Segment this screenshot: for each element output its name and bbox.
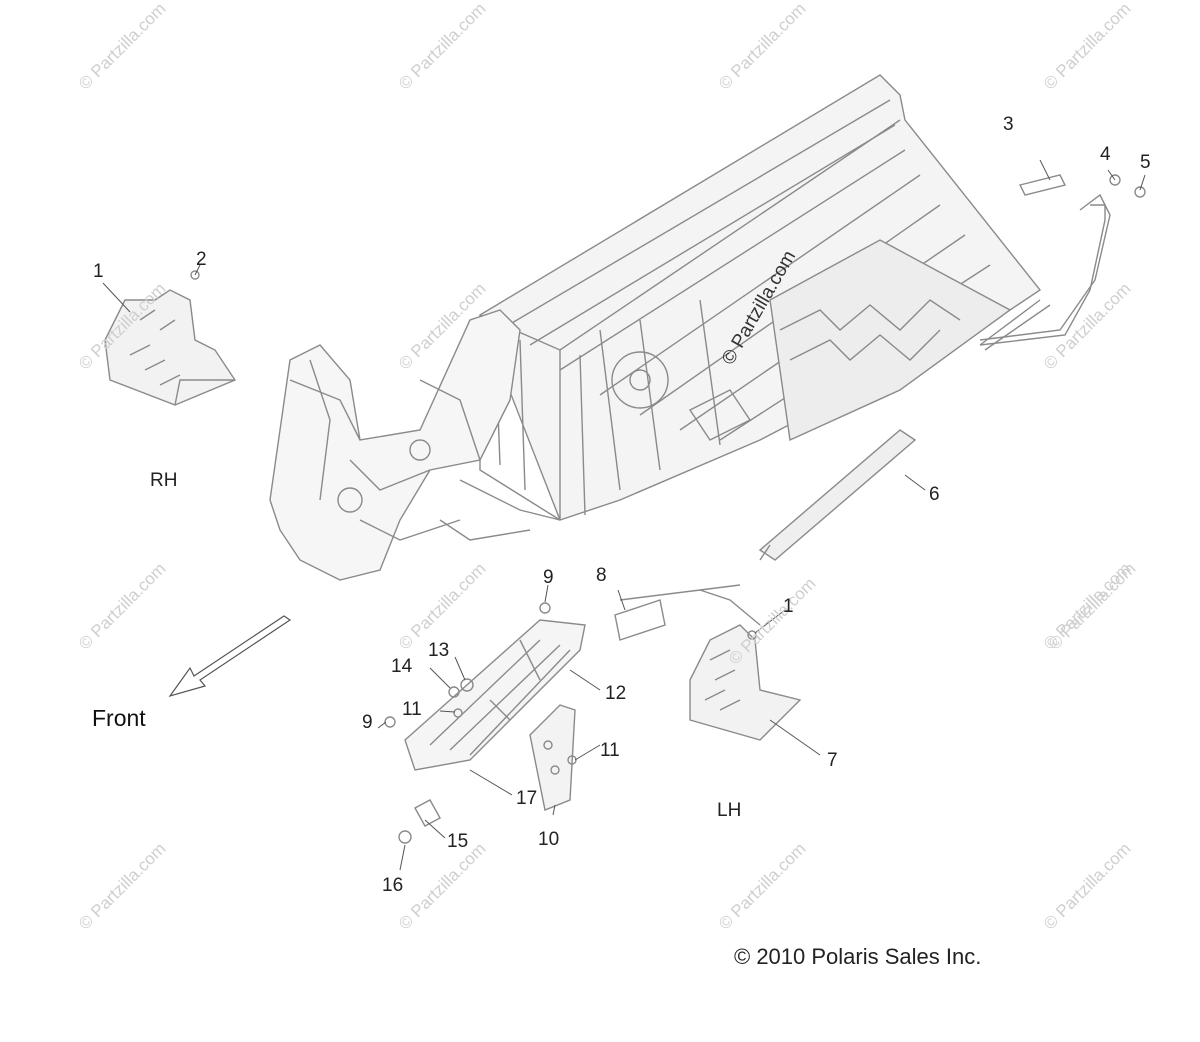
front-frame [269,309,561,581]
part-9-bottom-nut [384,716,396,728]
callout-7: 7 [827,750,838,771]
part-11-nut-left [453,708,463,718]
callout-1-rh: 1 [93,261,104,282]
rh-footrest-bracket [104,289,237,406]
part-13-ring [460,678,474,692]
callout-6: 6 [929,484,940,505]
callout-1-lh: 1 [783,596,794,617]
callout-9-top: 9 [543,567,554,588]
part-15-clip [414,799,441,827]
callout-13: 13 [428,640,450,661]
part-2-screw-rh [190,270,200,280]
callout-17: 17 [516,788,538,809]
front-label: Front [92,705,146,731]
rear-bumper [979,174,1146,351]
callout-10: 10 [538,829,560,850]
copyright-notice: © 2010 Polaris Sales Inc. [734,944,982,969]
front-arrow [168,615,292,698]
rh-label: RH [150,470,178,491]
callout-5: 5 [1140,152,1151,173]
callout-3: 3 [1003,114,1014,135]
callout-11-right: 11 [600,740,620,761]
part-10-plate [529,704,576,811]
part-14-washer [448,686,460,698]
callout-14: 14 [391,656,413,677]
callout-2: 2 [196,249,207,270]
callout-8: 8 [596,565,607,586]
running-board [404,619,586,771]
part-8-hinge [614,584,741,641]
part-11-nut-right [567,755,577,765]
chassis-tunnel [479,74,1042,521]
callout-16: 16 [382,875,404,896]
lh-footrest-bracket [689,589,802,741]
leader-lines [102,159,1146,871]
callout-4: 4 [1100,144,1111,165]
part-9-top-nut [539,602,551,614]
callout-15: 15 [447,831,469,852]
callout-9-bottom: 9 [362,712,373,733]
part-16-bolt [398,830,412,844]
part-1-screw-lh [747,630,757,640]
callout-11-left: 11 [402,699,422,720]
callout-12: 12 [605,683,627,704]
rail-part-6 [758,429,917,561]
lh-label: LH [717,800,742,821]
